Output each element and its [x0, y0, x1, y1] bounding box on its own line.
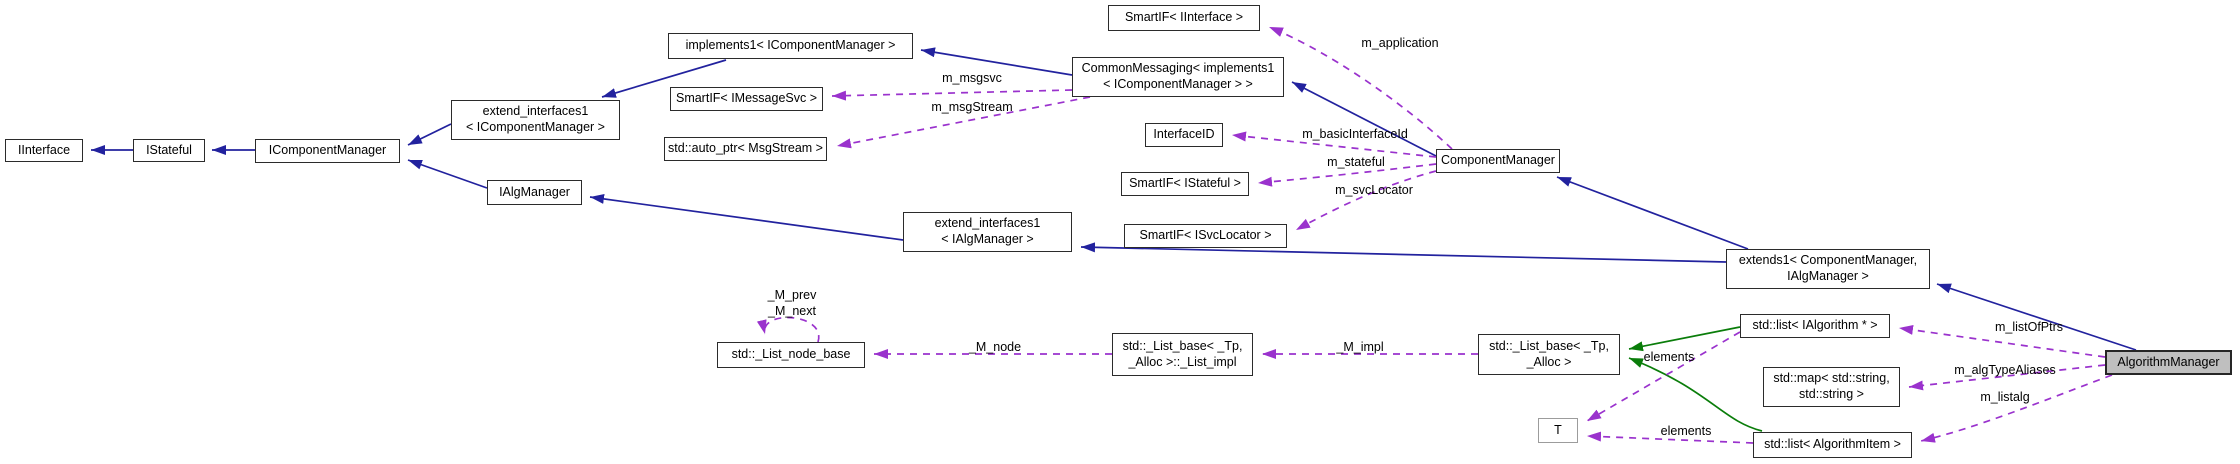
edge-m-prev-next-self-loop: [756, 316, 820, 343]
edge-label-m-application: m_application: [1361, 36, 1439, 50]
node-ialgmanager[interactable]: IAlgManager: [487, 180, 582, 205]
node-smartif-imessagesvc[interactable]: SmartIF< IMessageSvc >: [670, 87, 823, 111]
node-componentmanager[interactable]: ComponentManager: [1436, 149, 1560, 173]
node-std-list-ialgorithm[interactable]: std::list< IAlgorithm * >: [1740, 314, 1890, 338]
edge-label-m-algtypealiases: m_algTypeAliases: [1954, 363, 2056, 377]
edge-label-m-svclocator: m_svcLocator: [1335, 183, 1413, 197]
node-std-list-base-list-impl[interactable]: std::_List_base< _Tp, _Alloc >::_List_im…: [1112, 333, 1253, 376]
edge-extendinterfaces1icm-to-icomponentmanager: [407, 123, 452, 146]
node-smartif-istateful[interactable]: SmartIF< IStateful >: [1121, 172, 1249, 196]
edge-label-m-impl: _M_impl: [1336, 340, 1384, 354]
edge-label-m-listofptrs: m_listOfPtrs: [1994, 320, 2064, 334]
node-extend-interfaces1-ialgmanager[interactable]: extend_interfaces1 < IAlgManager >: [903, 212, 1072, 252]
node-icomponentmanager[interactable]: IComponentManager: [255, 139, 400, 163]
node-interfaceid[interactable]: InterfaceID: [1145, 123, 1223, 147]
edge-extendinterfaces1ialgm-to-ialgmanager: [589, 193, 904, 241]
node-iinterface[interactable]: IInterface: [5, 139, 83, 162]
node-std-list-algorithmitem[interactable]: std::list< AlgorithmItem >: [1753, 432, 1912, 458]
node-std-list-node-base[interactable]: std::_List_node_base: [717, 342, 865, 368]
edge-label-m-listalg: m_listalg: [1980, 390, 2030, 404]
node-std-map-string-string[interactable]: std::map< std::string, std::string >: [1763, 367, 1900, 407]
node-smartif-iinterface[interactable]: SmartIF< IInterface >: [1108, 5, 1260, 31]
edge-label-m-prev-m-next: _M_prev _M_next: [767, 288, 817, 318]
edge-extends1-to-extendinterfaces1ialgm: [1080, 242, 1727, 263]
edge-listalgorithmitem-to-listbase: [1628, 357, 1763, 432]
edge-listialgorithm-to-listbase: [1628, 326, 1741, 352]
node-template-param-t[interactable]: T: [1538, 418, 1578, 443]
node-algorithmmanager[interactable]: AlgorithmManager: [2105, 350, 2232, 375]
edge-label-elements-lower: elements: [1660, 424, 1712, 438]
edge-label-m-msgstream: m_msgStream: [931, 100, 1013, 114]
edge-label-m-node: _M_node: [968, 340, 1022, 354]
edge-algorithmmanager-to-extends1: [1936, 283, 2137, 351]
edge-label-elements-upper: elements: [1643, 350, 1695, 364]
edge-label-m-basicinterfaceid: m_basicInterfaceId: [1302, 127, 1408, 141]
node-commonmessaging[interactable]: CommonMessaging< implements1 < IComponen…: [1072, 57, 1284, 97]
node-implements1-icomponentmanager[interactable]: implements1< IComponentManager >: [668, 33, 913, 59]
node-istateful[interactable]: IStateful: [133, 139, 205, 162]
node-smartif-isvclocator[interactable]: SmartIF< ISvcLocator >: [1124, 224, 1287, 248]
node-extend-interfaces1-icomponentmanager[interactable]: extend_interfaces1 < IComponentManager >: [451, 100, 620, 140]
edge-componentmanager-to-commonmessaging: [1291, 81, 1437, 157]
node-extends1-componentmanager-ialgmanager[interactable]: extends1< ComponentManager, IAlgManager …: [1726, 249, 1930, 289]
edge-extends1-to-componentmanager: [1556, 176, 1749, 250]
edge-m-svclocator: [1295, 170, 1437, 231]
node-std-list-base[interactable]: std::_List_base< _Tp, _Alloc >: [1478, 334, 1620, 375]
edge-m-listalg: [1920, 374, 2113, 443]
edge-m-msgsvc: [831, 89, 1073, 101]
edge-label-m-stateful: m_stateful: [1327, 155, 1385, 169]
edge-ialgmanager-to-icomponentmanager: [407, 159, 488, 189]
edge-label-m-msgsvc: m_msgsvc: [942, 71, 1002, 85]
node-std-auto-ptr-msgstream[interactable]: std::auto_ptr< MsgStream >: [664, 137, 827, 161]
